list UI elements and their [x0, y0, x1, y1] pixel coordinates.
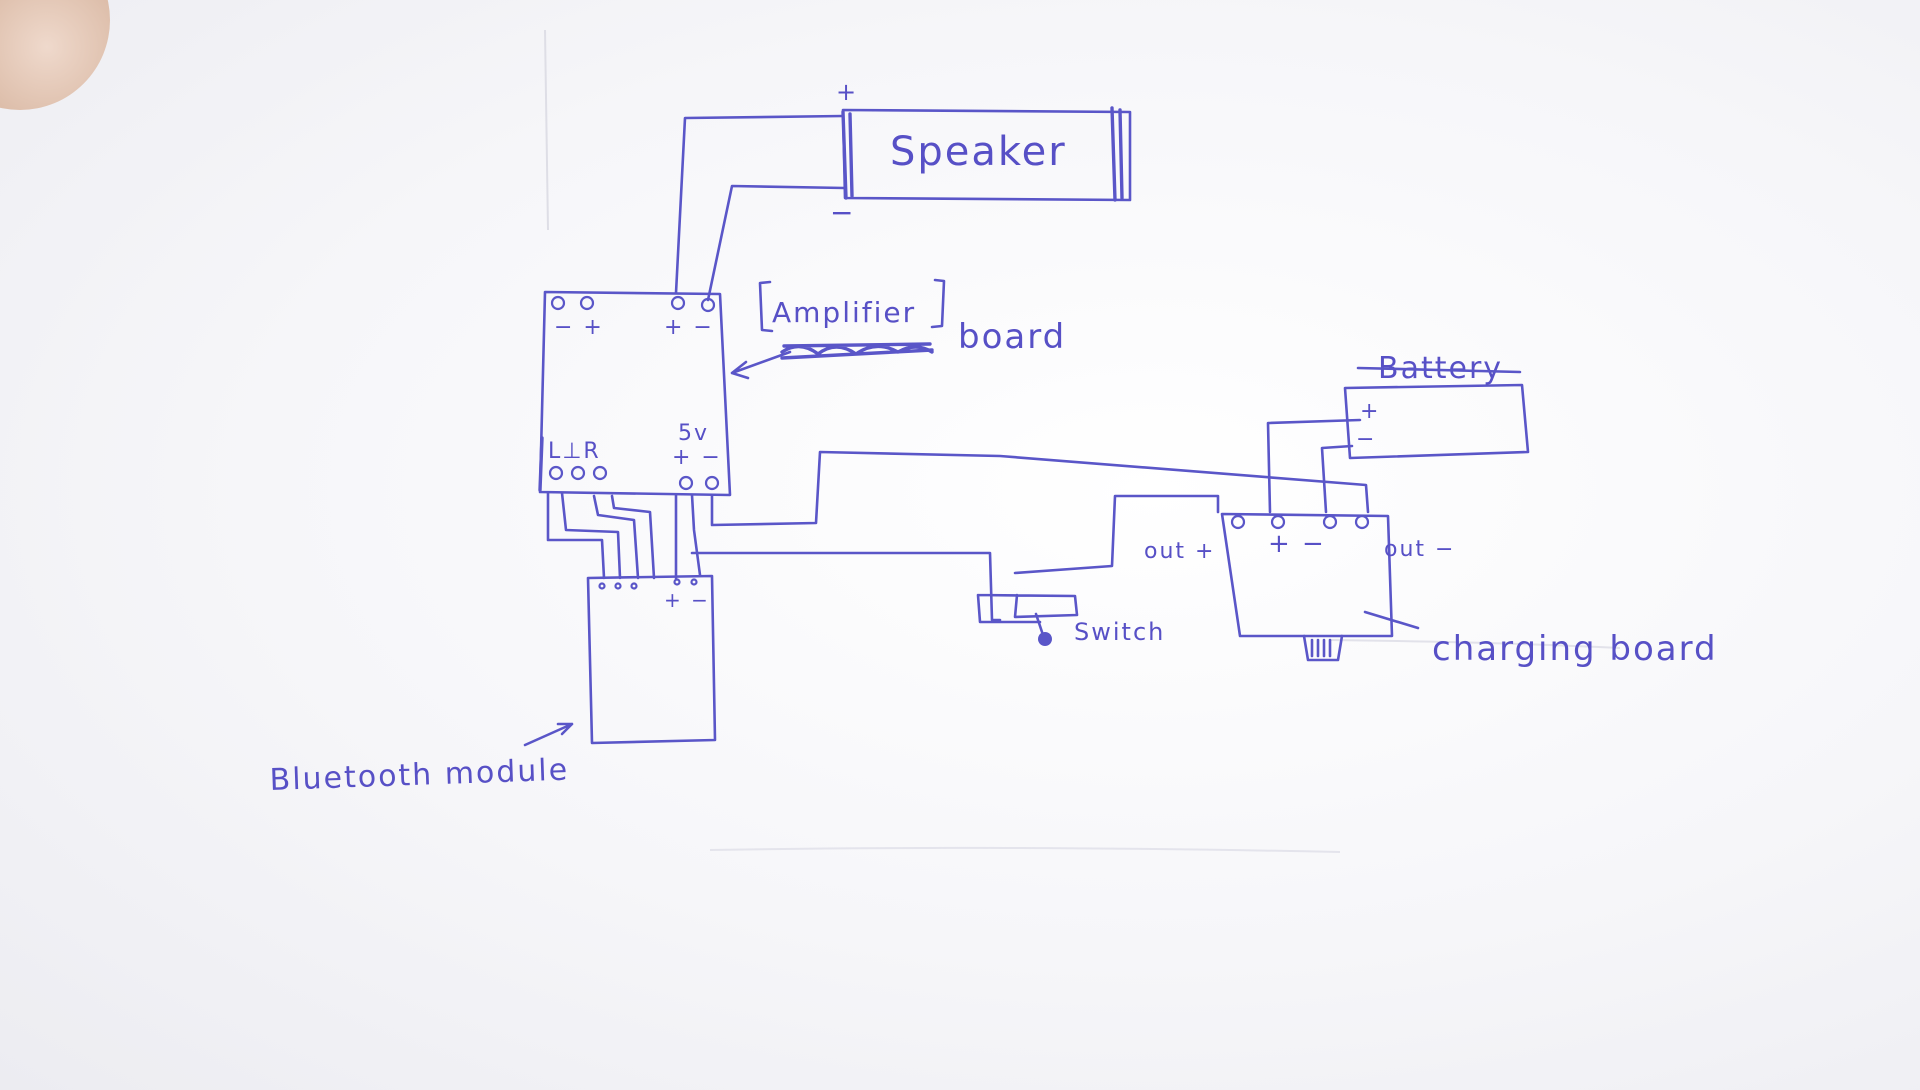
- amp-pin: [700, 297, 716, 313]
- bt-polarity: + −: [664, 588, 710, 612]
- out-plus-label: out +: [1144, 539, 1215, 564]
- amp-power-label: 5v: [678, 421, 709, 446]
- charge-pin: [1270, 514, 1286, 530]
- battery: Battery + −: [1343, 351, 1530, 460]
- bt-pin: [630, 582, 638, 590]
- bt-pin: [690, 578, 698, 586]
- amplifier-board-label: board: [958, 317, 1066, 357]
- amplifier-edge: [538, 436, 544, 492]
- battery-label-underline: [1356, 366, 1522, 374]
- background-ghost-text: [544, 29, 1621, 853]
- speaker-minus-label: −: [830, 196, 855, 229]
- bluetooth-body: [586, 574, 717, 745]
- switch-body: [976, 593, 1079, 624]
- amp-pin: [678, 475, 694, 491]
- bluetooth-module-label: Bluetooth module: [269, 753, 570, 798]
- amp-pin: [550, 295, 566, 311]
- charge-pin: [1230, 514, 1246, 530]
- wire-audio-4: [610, 494, 656, 580]
- wire-bt-minus: [690, 493, 702, 577]
- amplifier-board: − + + − L⊥R 5v + − Amplifier board: [538, 278, 1066, 497]
- wire-audio-3: [592, 494, 640, 580]
- battery-minus-label: −: [1356, 427, 1376, 452]
- charging-board-body: [1220, 512, 1394, 638]
- scribbled-word: [780, 342, 934, 360]
- amp-out-right-polarity: + −: [664, 315, 714, 340]
- speaker-left-terminal: [841, 110, 854, 200]
- bt-pin: [598, 582, 606, 590]
- charging-board-label: charging board: [1432, 629, 1718, 669]
- speaker-right-terminal: [1110, 106, 1124, 202]
- wire-amp-plus-to-switch: [690, 551, 1002, 622]
- speaker: Speaker + −: [830, 78, 1132, 229]
- usb-port: [1302, 634, 1344, 662]
- bt-pin: [614, 582, 622, 590]
- speaker-plus-label: +: [836, 78, 858, 106]
- charging-pointer-line: [1363, 610, 1420, 630]
- amp-pin: [570, 465, 586, 481]
- bluetooth-pointer-arrow: [523, 722, 574, 747]
- amp-power-polarity: + −: [672, 445, 722, 470]
- wire-speaker-minus: [706, 184, 847, 302]
- charging-board: + − out + out − charging board: [1144, 512, 1718, 669]
- wire-speaker-plus: [674, 114, 845, 295]
- switch-stem: [1034, 612, 1044, 634]
- wire-audio-1: [546, 491, 606, 580]
- amplifier-label: Amplifier: [772, 296, 916, 329]
- amp-pin: [704, 475, 720, 491]
- amplifier-body: [538, 290, 732, 497]
- switch-knob: [1038, 632, 1052, 646]
- amp-pin: [592, 465, 608, 481]
- wire-amp-minus-to-out-minus: [710, 450, 1370, 527]
- bt-pin: [673, 578, 681, 586]
- switch-label: Switch: [1074, 618, 1165, 646]
- speaker-label: Speaker: [890, 129, 1067, 175]
- battery-plus-label: +: [1360, 399, 1380, 424]
- amp-pin: [548, 465, 564, 481]
- amp-input-label: L⊥R: [548, 439, 601, 464]
- charge-pin: [1354, 514, 1370, 530]
- switch: Switch: [976, 593, 1165, 646]
- ghost-hline: [1329, 639, 1621, 649]
- wire-battery-plus: [1266, 418, 1362, 514]
- amplifier-pointer-arrow: [730, 350, 792, 380]
- amp-pin: [579, 295, 595, 311]
- amplifier-label-box: [758, 278, 946, 333]
- battery-body: [1343, 383, 1530, 460]
- wire-audio-2: [560, 491, 622, 580]
- ghost-hline-2: [709, 846, 1341, 853]
- amp-out-left-polarity: − +: [554, 315, 604, 340]
- ghost-divider: [544, 29, 549, 231]
- bluetooth-module: + − Bluetooth module: [269, 574, 717, 798]
- wire-battery-minus: [1320, 444, 1354, 514]
- charge-pin: [1322, 514, 1338, 530]
- wire-switch-to-out-plus: [1013, 494, 1220, 575]
- charge-polarity: + −: [1268, 529, 1326, 559]
- amp-pin: [670, 295, 686, 311]
- out-minus-label: out −: [1384, 537, 1455, 562]
